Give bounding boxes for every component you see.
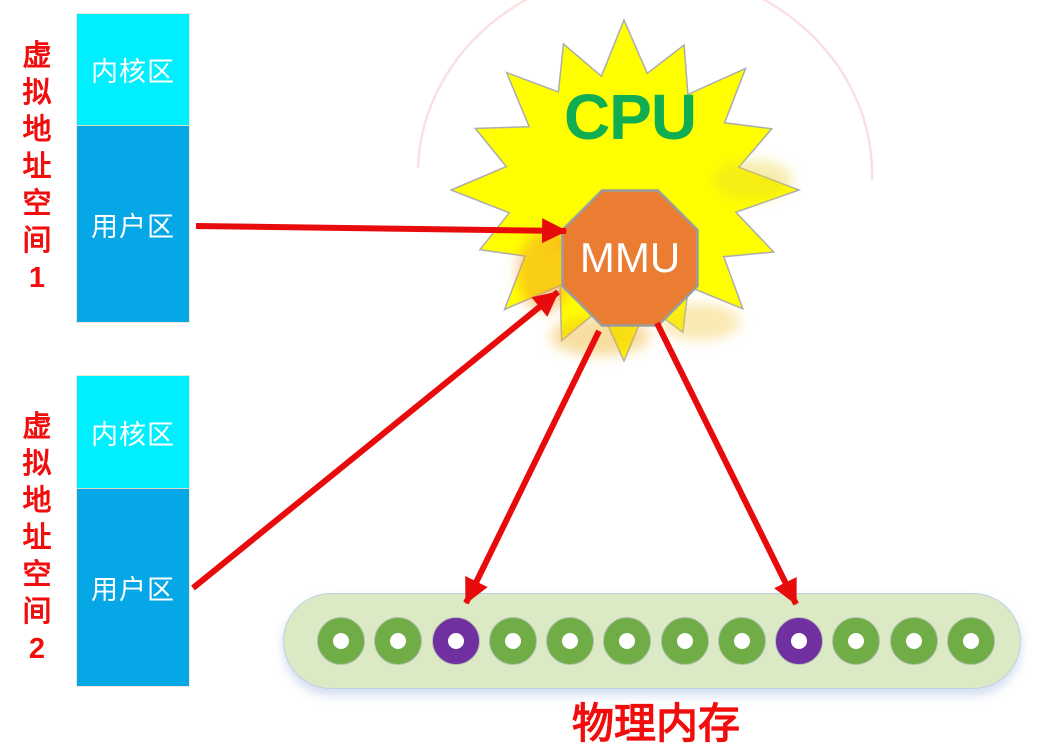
virtual-address-space-2-block: 内核区 用户区 [76,375,190,687]
arrow-mmu-to-frame-9 [654,321,799,606]
physical-memory-label: 物理内存 [571,700,740,747]
cpu-label: CPU [563,81,697,153]
vas1-kernel-zone: 内核区 [77,14,189,126]
mmu-label: MMU [579,234,681,281]
vas1-user-zone: 用户区 [77,126,189,322]
vas2-kernel-zone: 内核区 [77,376,189,489]
vas1-kernel-zone-label: 内核区 [91,57,175,87]
vas2-user-zone: 用户区 [77,489,189,686]
memory-frame-green [375,618,422,664]
virtual-address-space-2-label: 虚 拟 地 址 空 间 2 [22,411,52,665]
memory-frame-green [833,618,880,664]
physical-memory-bar [283,593,1021,689]
memory-frame-green [718,618,765,664]
memory-frame-green [661,618,708,664]
memory-frame-green [318,618,364,664]
vas2-user-zone-label: 用户区 [91,575,175,605]
memory-frame-green [547,618,594,664]
memory-frame-green [489,618,536,664]
memory-frame-purple [776,618,823,664]
memory-frame-green [890,618,937,664]
virtual-address-space-1-block: 内核区 用户区 [76,13,190,323]
vas1-user-zone-label: 用户区 [91,211,175,242]
cpu-starburst-shape [449,18,802,363]
virtual-address-space-1-label: 虚 拟 地 址 空 间 1 [22,40,52,294]
memory-frame-green [604,618,651,664]
vas2-kernel-zone-label: 内核区 [91,419,175,450]
memory-frame-green [947,618,994,664]
arrow-vas2-user-to-mmu [191,289,560,591]
memory-frame-purple [432,618,479,664]
arrow-vas1-user-to-mmu [195,218,568,244]
arrow-mmu-to-frame-3 [463,329,602,605]
